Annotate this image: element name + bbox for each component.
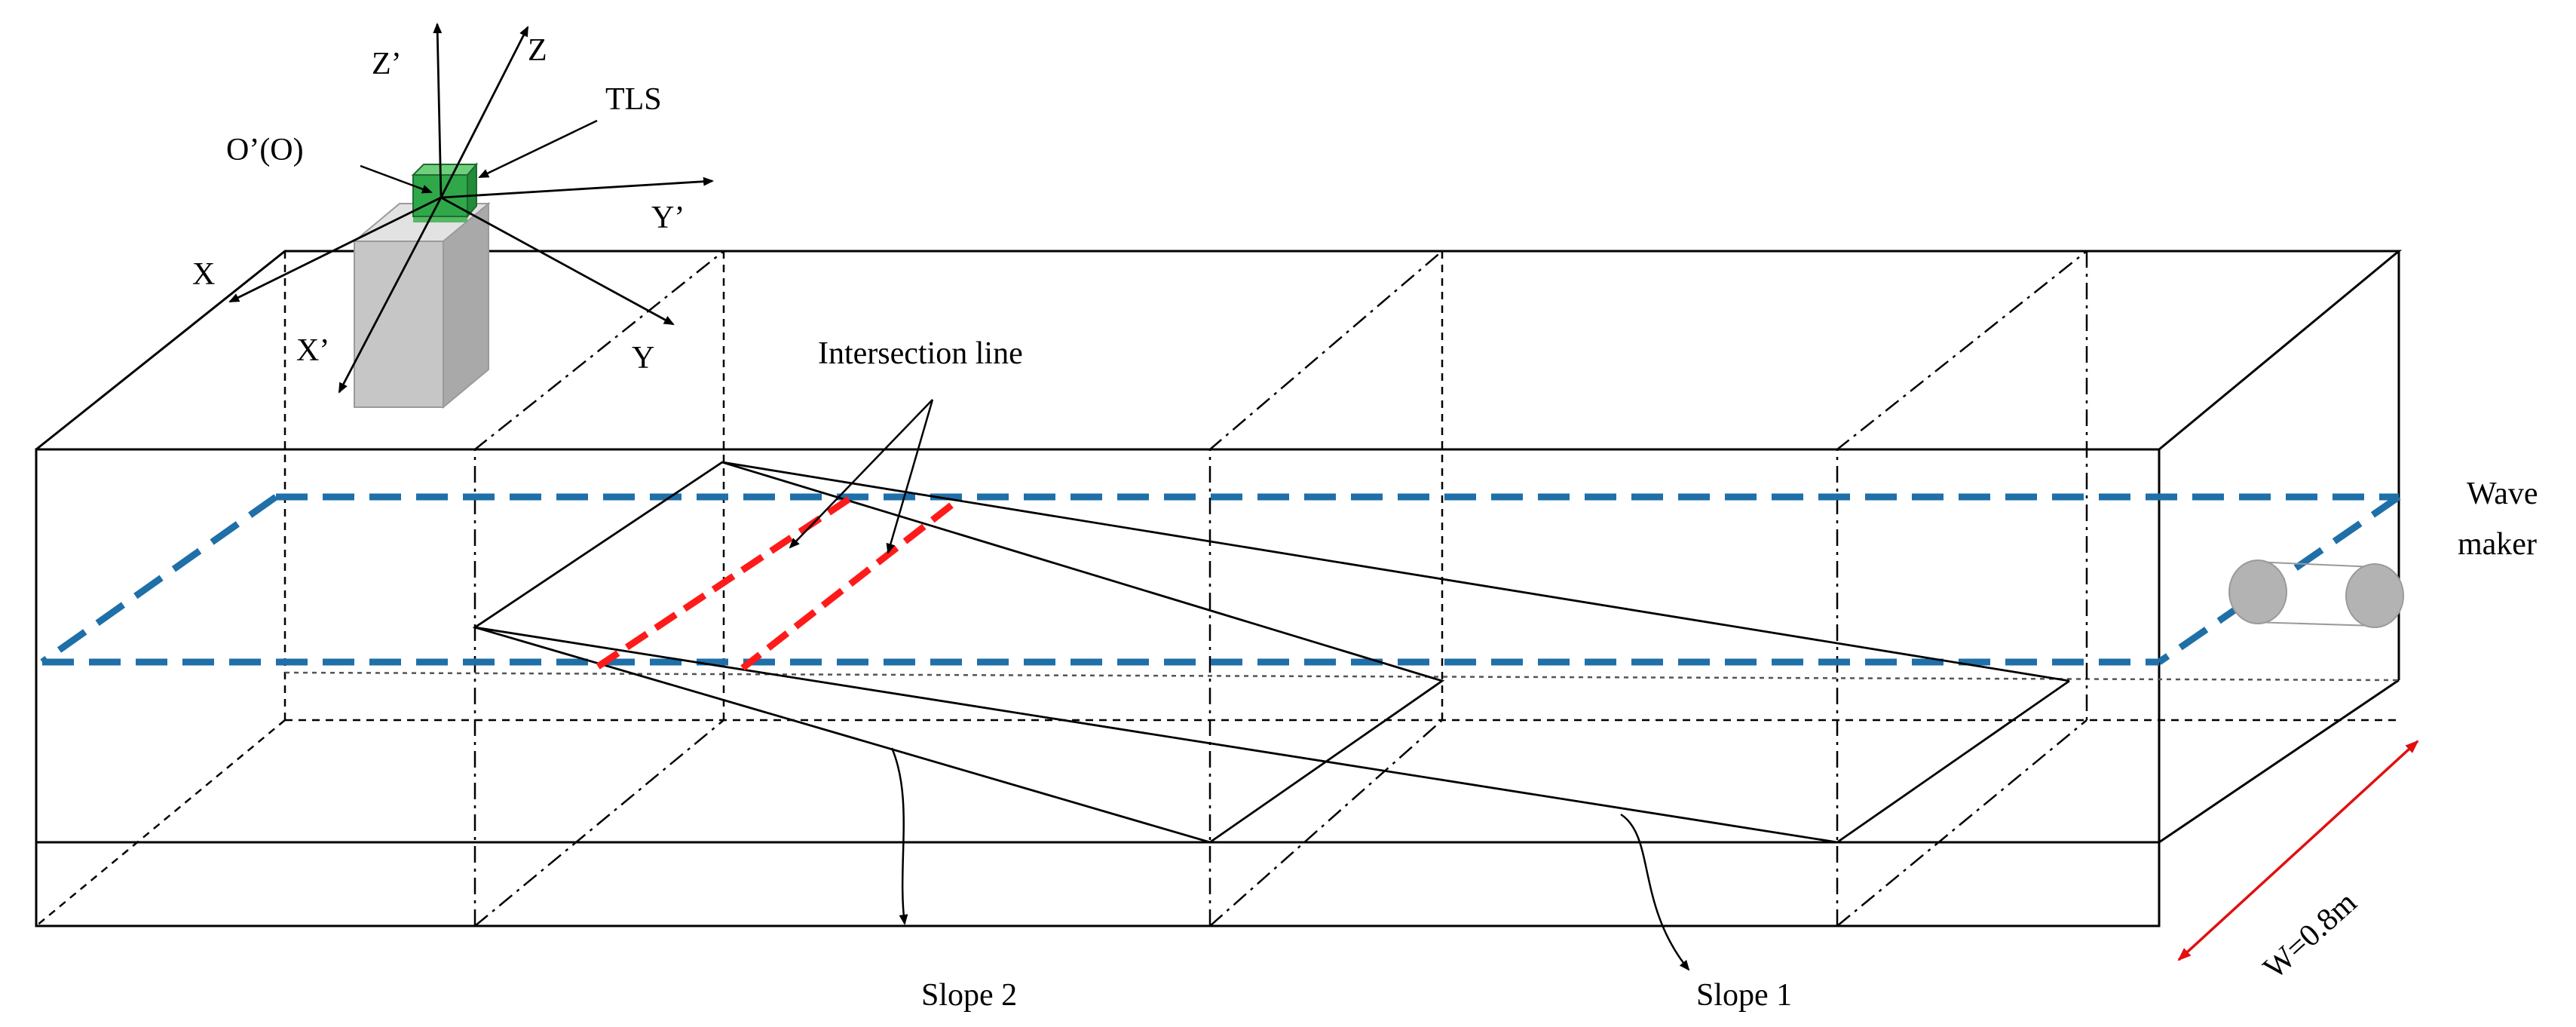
flume-right-bottom-edge	[2158, 679, 2400, 844]
origin-leader	[360, 164, 433, 194]
label-maker: maker	[2458, 527, 2537, 562]
wave-maker	[2228, 559, 2404, 628]
slope-1-top-edge	[721, 461, 2070, 682]
axis-y	[440, 196, 675, 326]
wave-maker-paddle-left	[2228, 559, 2287, 624]
flume-box	[35, 250, 2403, 927]
slopes	[472, 461, 2070, 844]
water-surface	[40, 493, 2401, 666]
label-z: Z	[528, 33, 547, 68]
axis-z-prime	[433, 23, 443, 198]
label-tls: TLS	[605, 82, 662, 117]
intersection-lines	[593, 496, 954, 671]
tls-scanner	[411, 162, 479, 222]
label-origin: O’(O)	[226, 133, 304, 167]
axis-z	[440, 26, 529, 198]
flume-front-face	[35, 448, 2161, 927]
flume-top-face	[35, 250, 2403, 451]
intersection-leader-2	[886, 399, 934, 554]
label-x-prime: X’	[296, 333, 329, 368]
slope-1-bottom-edge	[474, 626, 1838, 844]
label-intersection-line: Intersection line	[818, 336, 1023, 371]
section-dividers	[473, 250, 2088, 927]
axis-x-prime	[338, 197, 443, 394]
axis-y-prime	[440, 176, 714, 199]
axis-x	[228, 196, 442, 303]
coordinate-axes	[228, 23, 714, 394]
label-x: X	[192, 257, 215, 292]
slope2-leader	[890, 747, 908, 925]
label-z-prime: Z’	[372, 47, 402, 81]
label-slope-2: Slope 2	[921, 978, 1017, 1013]
width-dimension-arrow	[2177, 740, 2419, 961]
slope-1-toe-edge	[1836, 679, 2070, 844]
tls-leader	[478, 119, 598, 179]
flume-hidden-edges	[35, 251, 2399, 927]
label-y: Y	[632, 341, 654, 376]
intersection-leader-1	[789, 399, 933, 549]
label-wave: Wave	[2467, 477, 2538, 511]
label-width: W=0.8m	[2257, 885, 2363, 986]
wave-maker-paddle-right	[2345, 563, 2404, 628]
leader-arrows	[360, 119, 1690, 971]
label-slope-1: Slope 1	[1696, 978, 1792, 1013]
slope1-leader	[1620, 813, 1690, 971]
flume-back-dotted-line	[284, 671, 2400, 682]
slope-2-surface	[472, 461, 1445, 844]
label-y-prime: Y’	[651, 201, 685, 235]
